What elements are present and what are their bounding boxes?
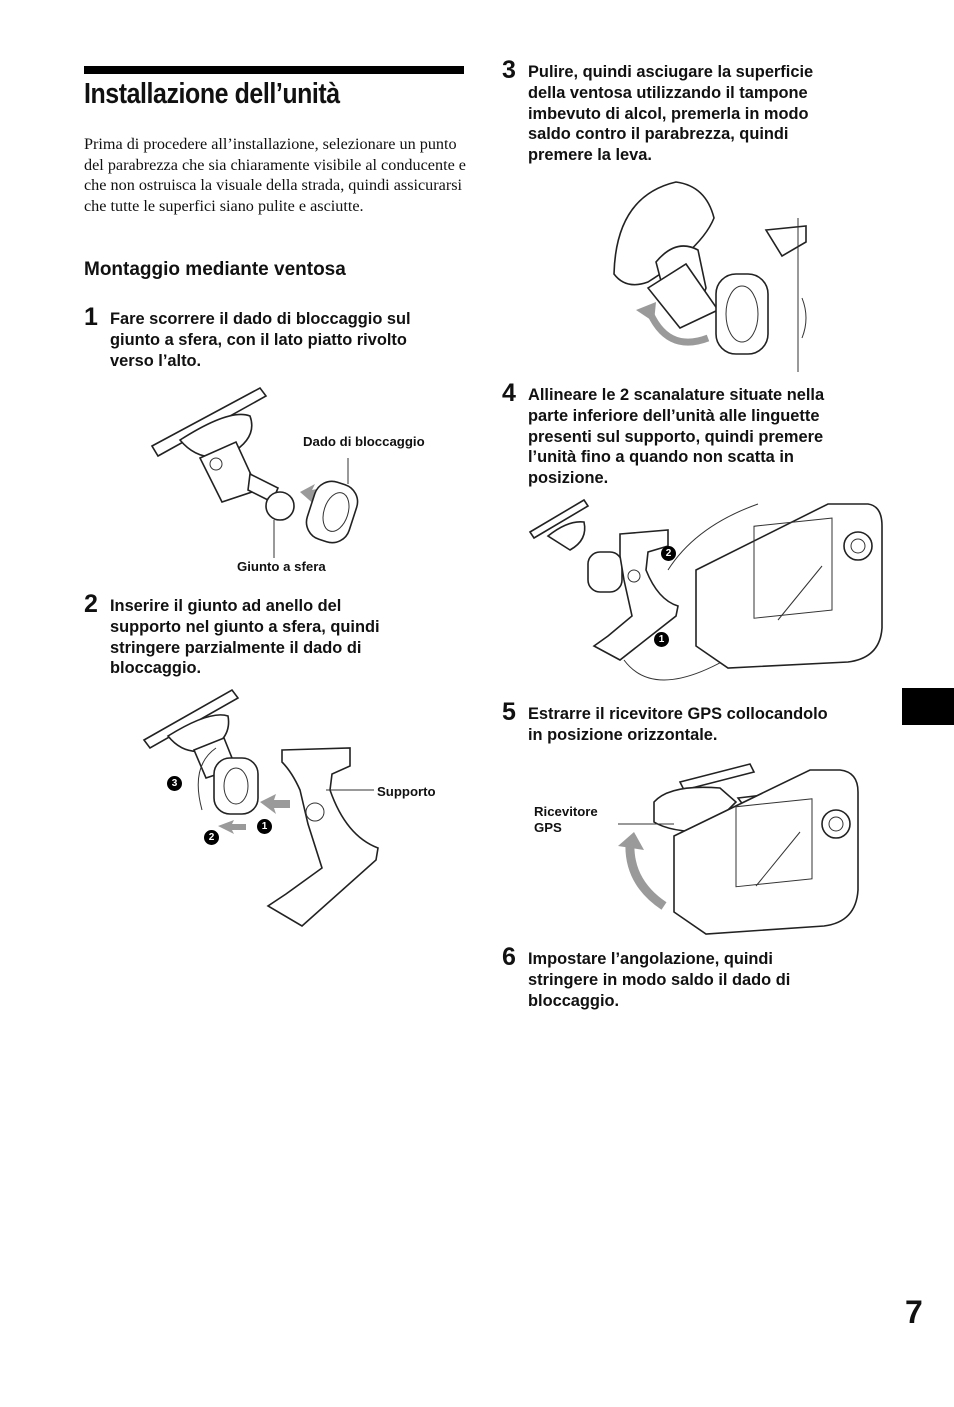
figure-gps-receiver-illustration [618,763,859,935]
page-title: Installazione dell’unità [84,78,340,110]
step-text: Pulire, quindi asciugare la superficie d… [528,63,814,165]
step-number: 5 [502,698,516,726]
step-text: Impostare l’angolazione, quindi stringer… [528,950,791,1010]
section-tab-marker [902,688,954,725]
label-ball-joint: Giunto a sfera [237,559,326,574]
step-number: 4 [502,379,516,407]
step-text: Inserire il giunto ad anello del support… [110,597,380,678]
section-heading: Montaggio mediante ventosa [84,259,346,280]
callout-3: 3 [167,776,182,791]
label-gps-receiver: Ricevitore GPS [534,804,598,835]
step-text: Fare scorrere il dado di bloccaggio sul … [110,310,411,370]
figure-lock-nut-illustration [150,386,359,558]
step-text: Allineare le 2 scanalature situate nella… [528,386,825,488]
callout-2: 2 [661,546,676,561]
title-rule [84,66,464,74]
figure-suction-cup-illustration [613,181,807,372]
callout-1: 1 [654,632,669,647]
figure-unit-mounting-illustration [528,498,883,681]
page-number: 7 [905,1294,923,1330]
step-number: 2 [84,590,98,618]
label-lock-nut: Dado di bloccaggio [303,434,425,449]
callout-1: 1 [257,819,272,834]
figure-support-illustration [142,688,379,927]
step-number: 1 [84,303,98,331]
step-number: 3 [502,56,516,84]
intro-paragraph: Prima di procedere all’installazione, se… [84,135,466,215]
step-number: 6 [502,943,516,971]
step-text: Estrarre il ricevitore GPS collocandolo … [528,705,828,744]
callout-2: 2 [204,830,219,845]
label-support: Supporto [377,784,436,799]
